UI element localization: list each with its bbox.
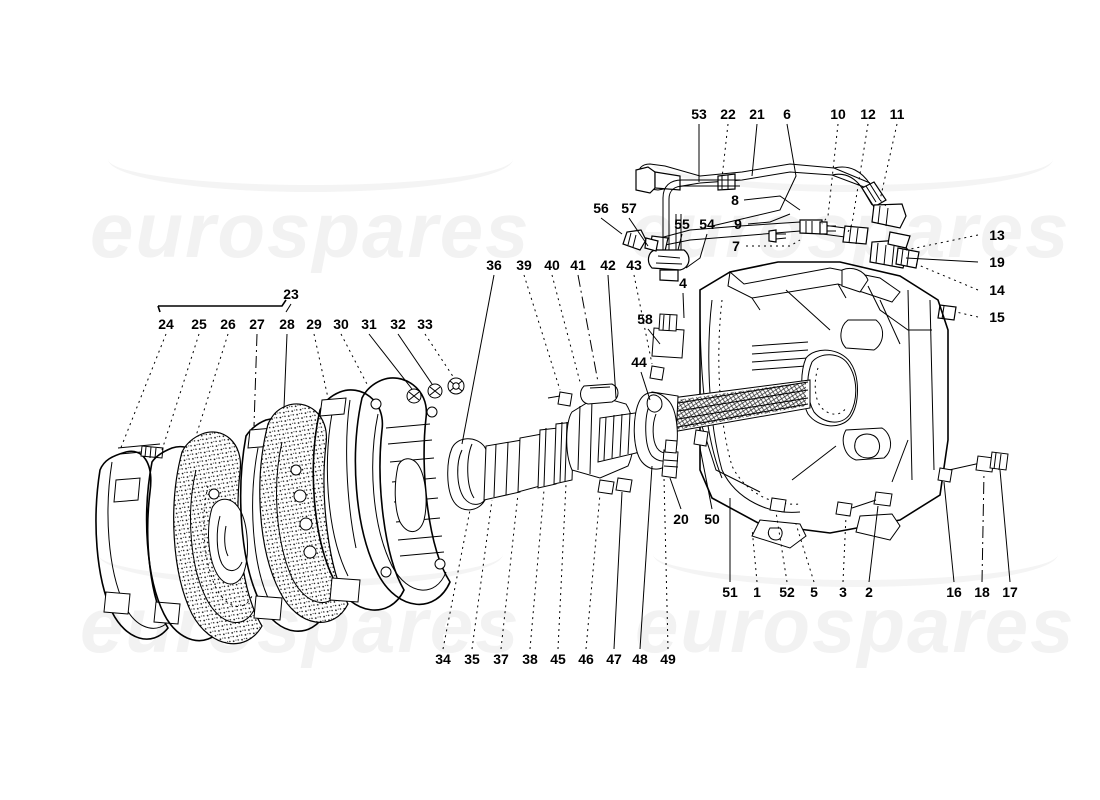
callout-1: 1 xyxy=(753,584,761,600)
callout-25: 25 xyxy=(191,316,207,332)
callout-47: 47 xyxy=(606,651,622,667)
callout-39: 39 xyxy=(516,257,532,273)
callout-38: 38 xyxy=(522,651,538,667)
callout-11: 11 xyxy=(889,106,905,122)
callout-19: 19 xyxy=(989,254,1005,270)
clutch-assembly xyxy=(95,377,465,645)
callout-43: 43 xyxy=(626,257,642,273)
callout-7: 7 xyxy=(732,238,740,254)
release-assembly xyxy=(447,313,685,511)
callout-3: 3 xyxy=(839,584,847,600)
cooling-fins xyxy=(751,341,809,371)
leader-lines xyxy=(119,123,1011,650)
callout-40: 40 xyxy=(544,257,560,273)
callout-2: 2 xyxy=(865,584,873,600)
callout-34: 34 xyxy=(435,651,451,667)
callout-20: 20 xyxy=(673,511,689,527)
callout-24: 24 xyxy=(158,316,174,332)
callout-58: 58 xyxy=(637,311,653,327)
callout-32: 32 xyxy=(390,316,406,332)
callout-13: 13 xyxy=(989,227,1005,243)
callout-23: 23 xyxy=(283,286,299,302)
diaphragm-spring xyxy=(346,377,451,606)
callout-49: 49 xyxy=(660,651,676,667)
callout-6-top: 6 xyxy=(783,106,791,122)
callout-8: 8 xyxy=(731,192,739,208)
callout-31: 31 xyxy=(361,316,377,332)
callout-36: 36 xyxy=(486,257,502,273)
callout-30: 30 xyxy=(333,316,349,332)
stud-group xyxy=(768,221,836,243)
callout-28: 28 xyxy=(279,316,295,332)
callout-5: 5 xyxy=(810,584,818,600)
callout-21: 21 xyxy=(749,106,765,122)
callout-4: 4 xyxy=(679,275,687,291)
callout-9: 9 xyxy=(734,216,742,232)
callout-17: 17 xyxy=(1002,584,1018,600)
callout-26: 26 xyxy=(220,316,236,332)
callout-50: 50 xyxy=(704,511,720,527)
callout-56: 56 xyxy=(593,200,609,216)
callout-53: 53 xyxy=(691,106,707,122)
right-fitting-group xyxy=(869,231,957,321)
callout-22: 22 xyxy=(720,106,736,122)
callout-10: 10 xyxy=(830,106,846,122)
callout-15: 15 xyxy=(989,309,1005,325)
callout-41: 41 xyxy=(570,257,586,273)
pipe-bracket-group xyxy=(647,179,740,282)
callout-45: 45 xyxy=(550,651,566,667)
callout-51: 51 xyxy=(722,584,738,600)
callout-29: 29 xyxy=(306,316,322,332)
callout-12: 12 xyxy=(860,106,876,122)
callout-54: 54 xyxy=(699,216,715,232)
callout-18: 18 xyxy=(974,584,990,600)
callout-35: 35 xyxy=(464,651,480,667)
callout-27: 27 xyxy=(249,316,265,332)
callout-57: 57 xyxy=(621,200,637,216)
callout-52: 52 xyxy=(779,584,795,600)
callout-42: 42 xyxy=(600,257,616,273)
callout-44: 44 xyxy=(631,354,647,370)
callout-55: 55 xyxy=(674,216,690,232)
callout-46: 46 xyxy=(578,651,594,667)
callout-14: 14 xyxy=(989,282,1005,298)
callout-16: 16 xyxy=(946,584,962,600)
callout-37: 37 xyxy=(493,651,509,667)
callout-33: 33 xyxy=(417,316,433,332)
callout-48: 48 xyxy=(632,651,648,667)
fitting-56-57 xyxy=(622,229,659,252)
